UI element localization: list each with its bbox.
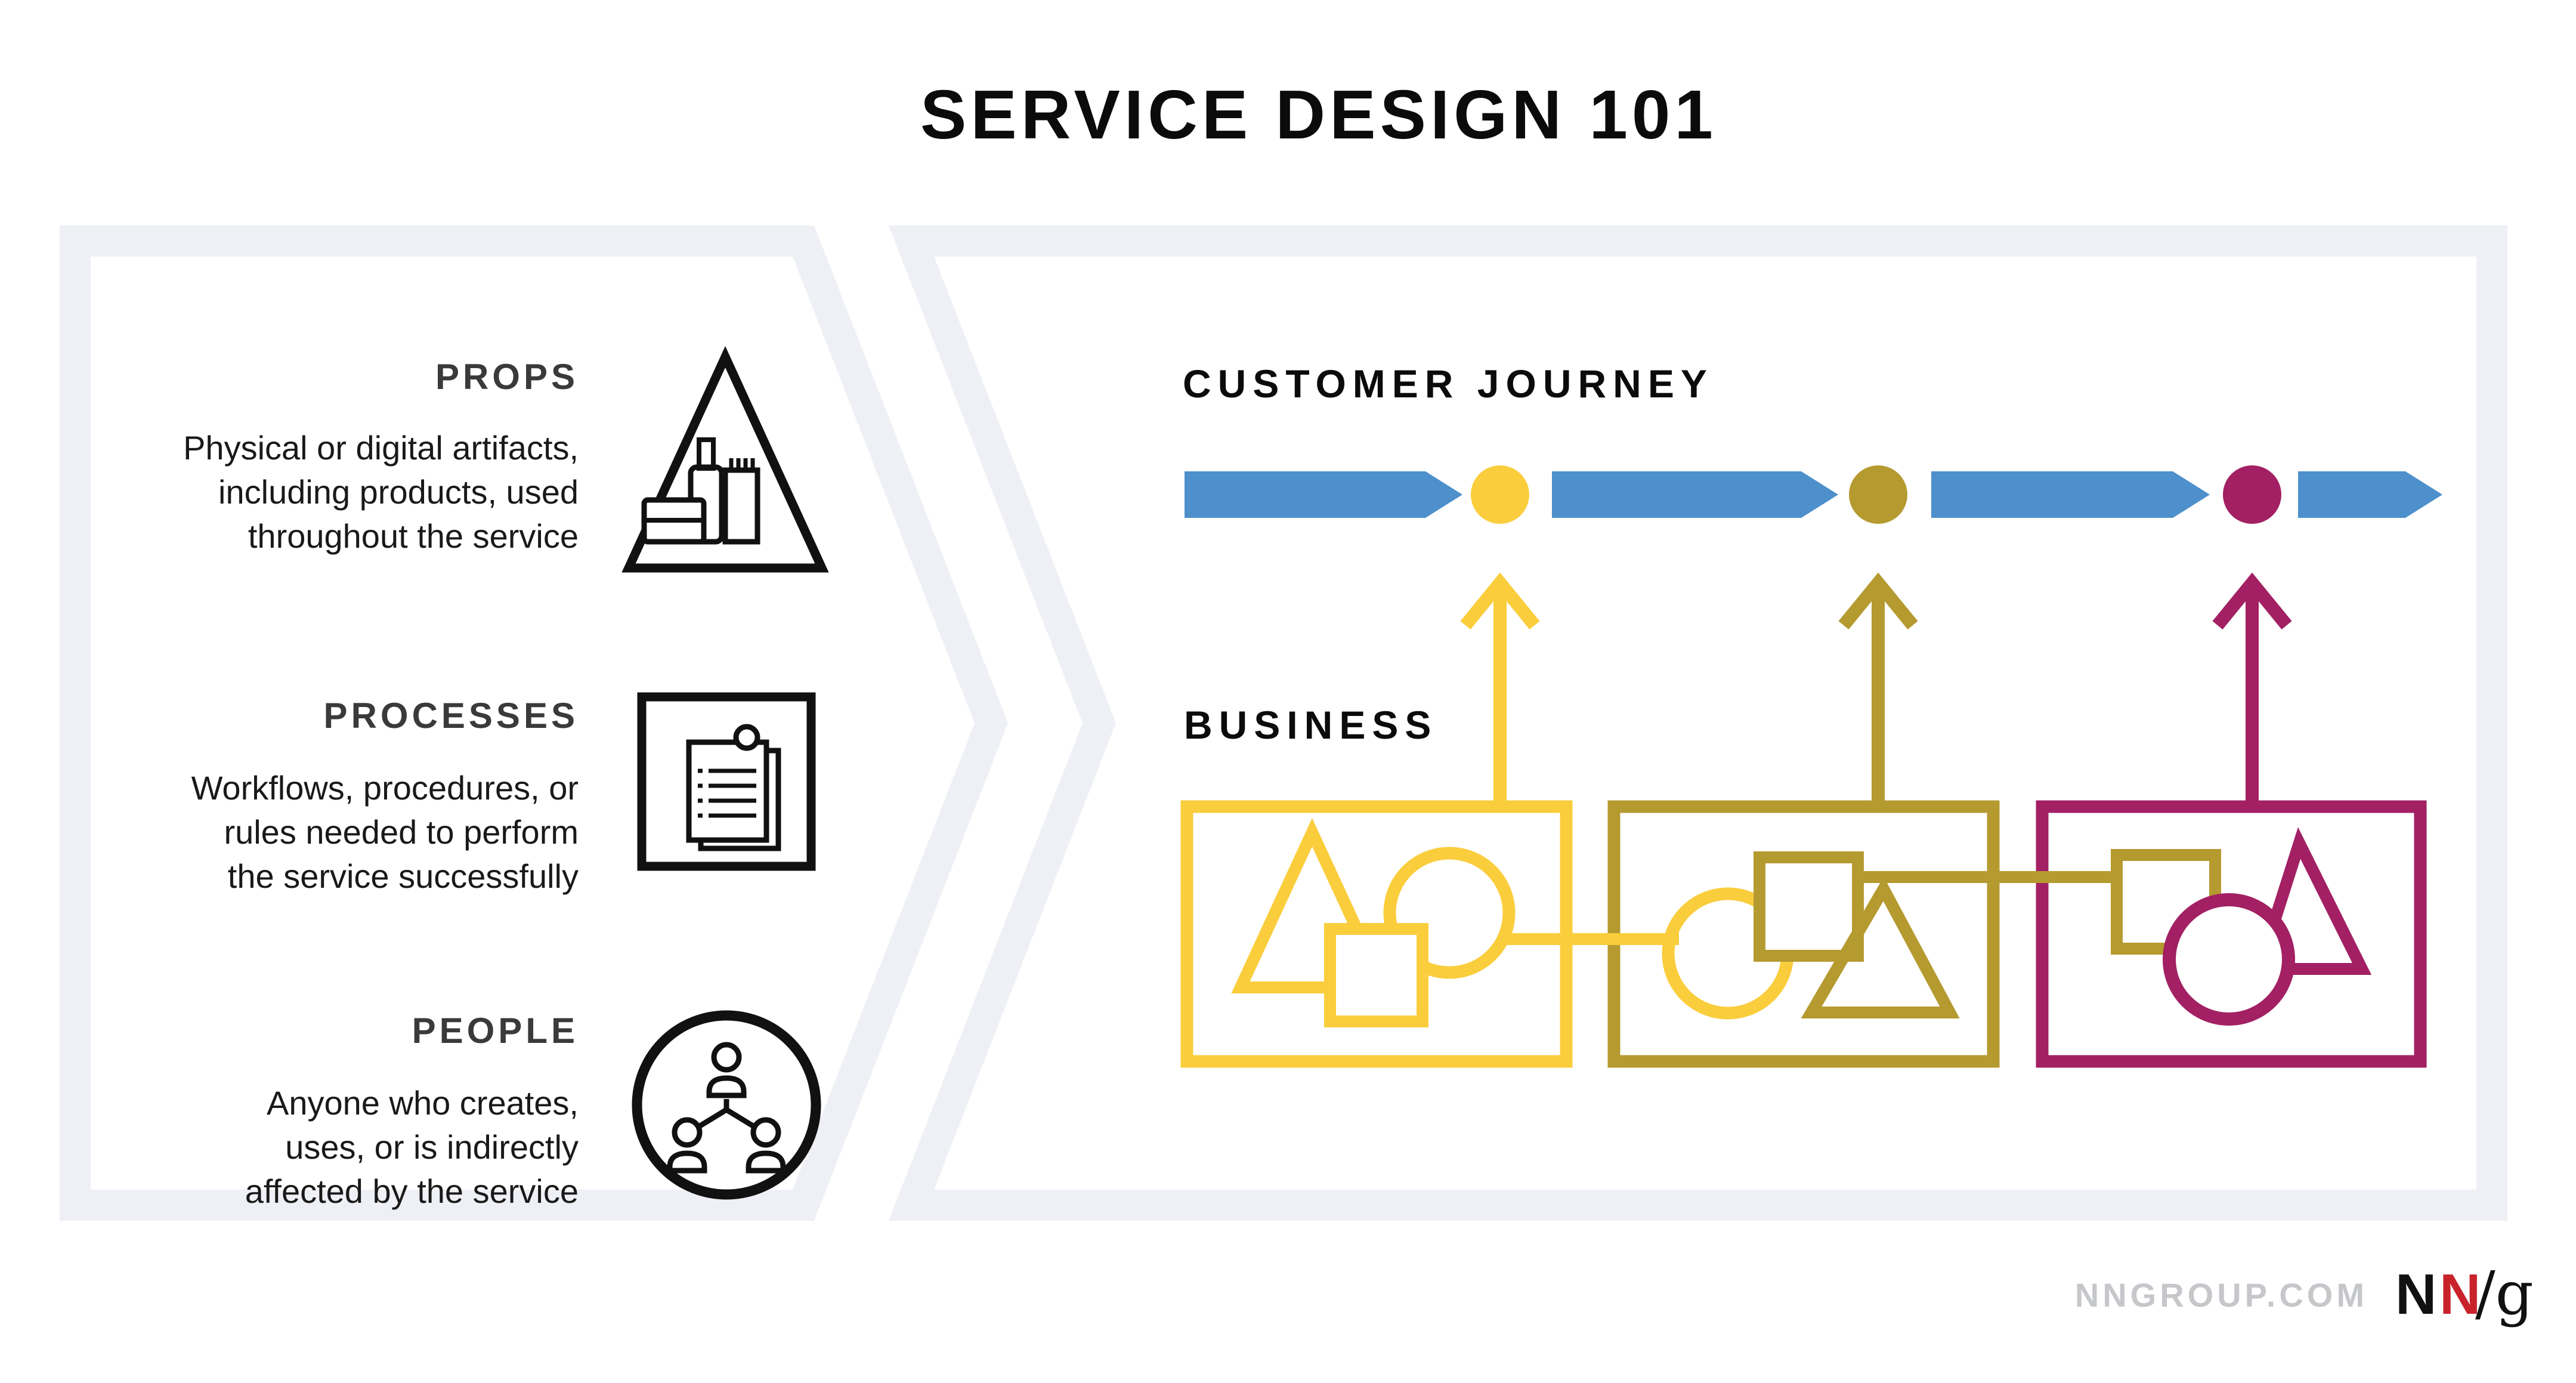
- footer-site-url: NNGROUP.COM: [2075, 1276, 2368, 1314]
- processes-line-2: rules needed to perform: [224, 813, 579, 851]
- page-title: SERVICE DESIGN 101: [920, 76, 1717, 153]
- business-box-olive: [1607, 800, 2000, 1068]
- journey-dot-1: [1471, 465, 1529, 524]
- people-line-1: Anyone who creates,: [267, 1084, 579, 1122]
- magenta-circle-shape: [2163, 893, 2295, 1026]
- people-line-3: affected by the service: [245, 1172, 579, 1210]
- props-line-3: throughout the service: [248, 517, 579, 555]
- props-line-1: Physical or digital artifacts,: [183, 429, 579, 467]
- olive-triangle-shape: [1801, 876, 1960, 1018]
- customer-journey-label: CUSTOMER JOURNEY: [1183, 362, 1714, 406]
- nng-logo-n2: N: [2439, 1262, 2483, 1326]
- olive-square-shape: [1754, 851, 1864, 962]
- nng-logo-slash-g: /g: [2475, 1258, 2534, 1328]
- up-arrow-magenta: [2212, 572, 2292, 801]
- journey-dot-2: [1849, 465, 1907, 524]
- customer-journey-track: [1185, 465, 2442, 524]
- nng-logo-n1: N: [2395, 1262, 2439, 1326]
- magenta-triangle-shape: [2251, 827, 2372, 975]
- processes-heading: PROCESSES: [324, 696, 579, 736]
- people-orgchart-icon: [632, 1010, 821, 1200]
- processes-line-1: Workflows, procedures, or: [191, 769, 579, 807]
- journey-arrow-2: [1552, 471, 1838, 518]
- journey-arrow-1: [1185, 471, 1462, 518]
- props-line-2: including products, used: [218, 473, 579, 511]
- up-arrow-yellow: [1460, 572, 1540, 801]
- processes-clipboard-icon: [637, 692, 816, 871]
- processes-line-3: the service successfully: [228, 857, 579, 895]
- journey-arrow-4: [2298, 471, 2442, 518]
- business-label: BUSINESS: [1184, 703, 1437, 747]
- yellow-square-shape: [1324, 923, 1428, 1027]
- people-heading: PEOPLE: [412, 1011, 579, 1051]
- yellow-triangle-shape: [1231, 818, 1393, 993]
- up-arrow-olive: [1838, 572, 1918, 801]
- nng-logo: N N /g: [2395, 1258, 2534, 1328]
- props-triangle-icon: [621, 345, 829, 573]
- journey-dot-3: [2223, 465, 2281, 524]
- people-line-2: uses, or is indirectly: [285, 1128, 579, 1166]
- journey-arrow-3: [1931, 471, 2210, 518]
- business-box-magenta: [2036, 800, 2427, 1068]
- props-heading: PROPS: [435, 357, 579, 397]
